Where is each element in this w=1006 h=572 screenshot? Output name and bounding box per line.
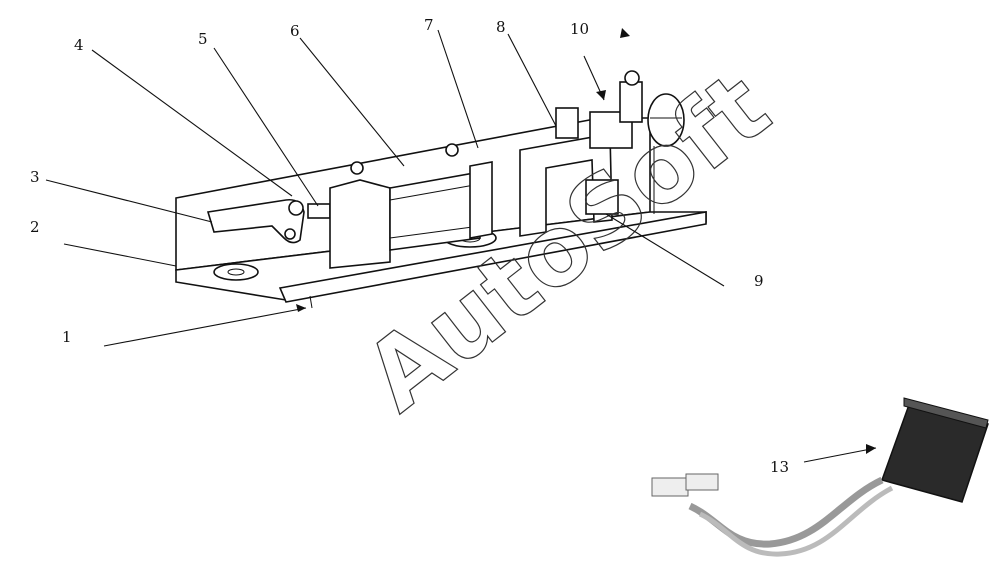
module-box-top [903,397,989,429]
fitting-top-right [445,143,459,157]
callout-6: 6 [290,22,300,40]
mounting-bracket-assembly [175,70,707,309]
barrel-line-1 [389,183,481,201]
leader-line-7 [437,29,479,149]
leader-line-1 [103,307,307,347]
callout-8: 8 [496,18,506,36]
barrel-line-2 [389,225,481,239]
leader-line-8 [507,33,557,127]
callout-7: 7 [424,16,434,34]
leader-line-13 [803,447,877,463]
solenoid-cap [624,70,640,86]
harness-connector-2 [685,473,719,491]
lever-pin [284,228,296,240]
front-rail [278,211,707,303]
rail-joint [309,295,313,309]
lever-pivot [288,200,304,216]
fitting-top-left [350,161,364,175]
leader-line-4 [91,49,293,197]
stray-arrow-mark [620,28,630,38]
leader-line-2 [63,243,177,267]
arrowhead-13 [866,444,876,454]
valve-lower-block [585,179,619,215]
leader-line-9 [605,213,725,287]
arrowhead-1 [296,304,306,312]
leader-line-6 [299,37,405,167]
leader-line-5 [213,47,319,207]
callout-1: 1 [62,328,72,346]
wire-harness-2 [698,485,894,557]
callout-9: 9 [754,272,764,290]
leader-line-3 [45,179,213,223]
valve-frame [519,133,613,237]
callout-5: 5 [198,30,208,48]
arrowhead-10 [596,90,606,100]
callout-3: 3 [30,168,40,186]
cylinder-end-cap-left [329,179,391,269]
cylinder-end-cap-right [469,161,493,239]
adjust-knob [647,93,685,147]
base-hole-left [213,263,259,281]
wire-harness [688,476,884,548]
rod-end [307,203,331,219]
control-module-13 [651,397,989,557]
harness-connector-1 [651,477,689,497]
lever-arm [206,198,305,244]
callout-4: 4 [74,36,84,54]
base-hole-left-inner [227,268,245,276]
callout-13: 13 [770,458,789,476]
callout-2: 2 [30,218,40,236]
valve-fitting [555,107,579,139]
cylinder-barrel [389,171,481,251]
callout-10: 10 [570,20,589,38]
